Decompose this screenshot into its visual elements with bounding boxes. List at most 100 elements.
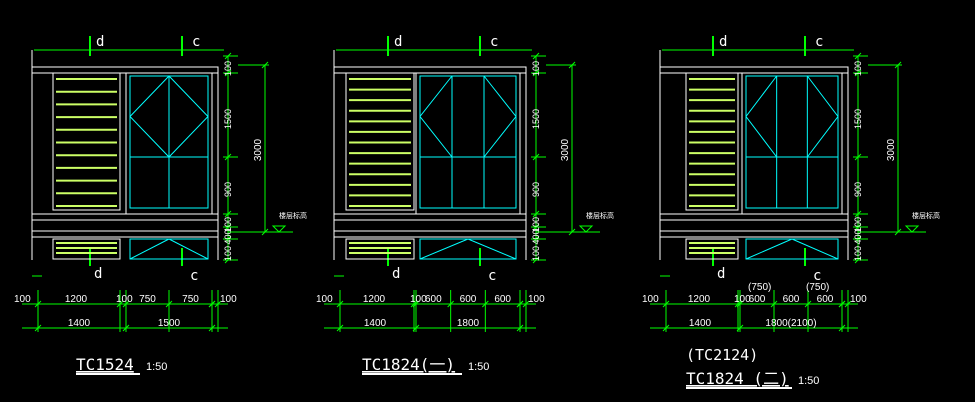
alt-dimension-label: (750) [748, 282, 771, 293]
vertical-dimension-label: 400 [531, 229, 541, 244]
lower-window-symbol [129, 238, 170, 260]
dimension-tick [770, 300, 778, 308]
drawing-scale: 1:50 [798, 375, 819, 387]
bottom-dimension-label: 600 [817, 294, 834, 305]
floor-level-note: 楼层标高 [912, 211, 940, 220]
dimension-tick [854, 223, 862, 231]
dimension-tick [336, 324, 344, 332]
alt-dimension-label: (750) [806, 282, 829, 293]
grid-label-d-bottom: d [94, 266, 102, 282]
bottom-dimension-label: 750 [139, 294, 156, 305]
lower-window-symbol [467, 238, 517, 260]
dimension-tick [854, 153, 862, 161]
drawing-title-alt: (TC2124) [686, 346, 758, 364]
bottom-dimension-label: 600 [460, 294, 477, 305]
total-dimension-label: 1400 [689, 318, 712, 329]
louver-frame [685, 72, 739, 211]
dimension-tick [224, 256, 232, 264]
dimension-tick [838, 300, 846, 308]
total-dimension-label: 1400 [364, 318, 387, 329]
sill-band [659, 213, 849, 221]
total-dimension-label: 1400 [68, 318, 91, 329]
level-triangle-icon [904, 225, 920, 233]
dimension-tick [532, 153, 540, 161]
bottom-edge-label: 100 [642, 294, 659, 305]
lower-louver-frame [685, 238, 739, 260]
dimension-tick [838, 324, 846, 332]
dimension-tick [854, 256, 862, 264]
bottom-edge-label: 100 [316, 294, 333, 305]
grid-label-c-top: c [192, 34, 200, 50]
window-glazing-frame [745, 75, 839, 209]
grid-label-c-bottom: c [488, 268, 496, 284]
lintel-band [333, 66, 527, 74]
window-outer-frame [741, 72, 843, 215]
grid-label-c-top: c [815, 34, 823, 50]
dimension-tick [208, 324, 216, 332]
floor-band [31, 230, 219, 238]
dimension-tick [224, 210, 232, 218]
dimension-tick [854, 52, 862, 60]
drawing-scale: 1:50 [468, 361, 489, 373]
bottom-edge-label: 100 [220, 294, 237, 305]
sill-band [31, 213, 219, 221]
casement-opening-symbol [806, 75, 839, 158]
dimension-tick [34, 324, 42, 332]
vertical-dimension-label: 400 [223, 229, 233, 244]
grid-label-c-top: c [490, 34, 498, 50]
grid-label-c-bottom: c [813, 268, 821, 284]
dimension-tick [532, 69, 540, 77]
louver-frame [52, 72, 121, 211]
dimension-tick [412, 324, 420, 332]
bottom-dimension-label: 600 [749, 294, 766, 305]
drawing-title: TC1524 [76, 355, 134, 374]
lower-window-frame [129, 238, 209, 260]
vertical-dimension-label: 100 [853, 246, 863, 261]
dimension-tick [522, 300, 530, 308]
overall-height-label: 3000 [886, 138, 897, 161]
grid-label-d-top: d [96, 34, 104, 50]
lower-louver-frame [52, 238, 121, 260]
lower-window-symbol [745, 238, 793, 260]
vertical-dimension-label: 1500 [223, 109, 233, 129]
casement-opening-symbol [745, 75, 778, 158]
dimension-tick [532, 223, 540, 231]
dimension-tick [804, 300, 812, 308]
grid-label-d-bottom: d [717, 266, 725, 282]
dimension-tick [854, 235, 862, 243]
vertical-dimension-label: 400 [853, 229, 863, 244]
dimension-tick [854, 69, 862, 77]
vertical-dimension-label: 900 [531, 182, 541, 197]
vertical-dimension-label: 900 [223, 182, 233, 197]
lintel-band [659, 66, 849, 74]
dimension-tick [516, 300, 524, 308]
bottom-dimension-label: 600 [425, 294, 442, 305]
level-triangle-icon [578, 225, 594, 233]
dimension-tick [481, 300, 489, 308]
dimension-tick [532, 52, 540, 60]
vertical-dimension-label: 100 [853, 217, 863, 232]
bottom-dimension-label: 600 [494, 294, 511, 305]
vertical-dimension-label: 1500 [531, 109, 541, 129]
lower-window-symbol [791, 238, 839, 260]
dimension-tick [516, 324, 524, 332]
grid-label-d-top: d [394, 34, 402, 50]
lintel-band [31, 66, 219, 74]
vertical-dimension-label: 100 [531, 217, 541, 232]
grid-label-d-bottom: d [392, 266, 400, 282]
dimension-tick [122, 300, 130, 308]
drawing-title: TC1824 (二) [686, 369, 789, 388]
level-triangle-icon [271, 225, 287, 233]
vertical-dimension-label: 100 [223, 61, 233, 76]
dimension-tick [122, 324, 130, 332]
window-glazing-frame [419, 75, 517, 209]
vertical-dimension-label: 100 [223, 246, 233, 261]
window-outer-frame [125, 72, 213, 215]
dimension-tick [844, 300, 852, 308]
floor-band [659, 230, 849, 238]
lower-window-frame [419, 238, 517, 260]
total-dimension-label: 1800 [457, 318, 480, 329]
